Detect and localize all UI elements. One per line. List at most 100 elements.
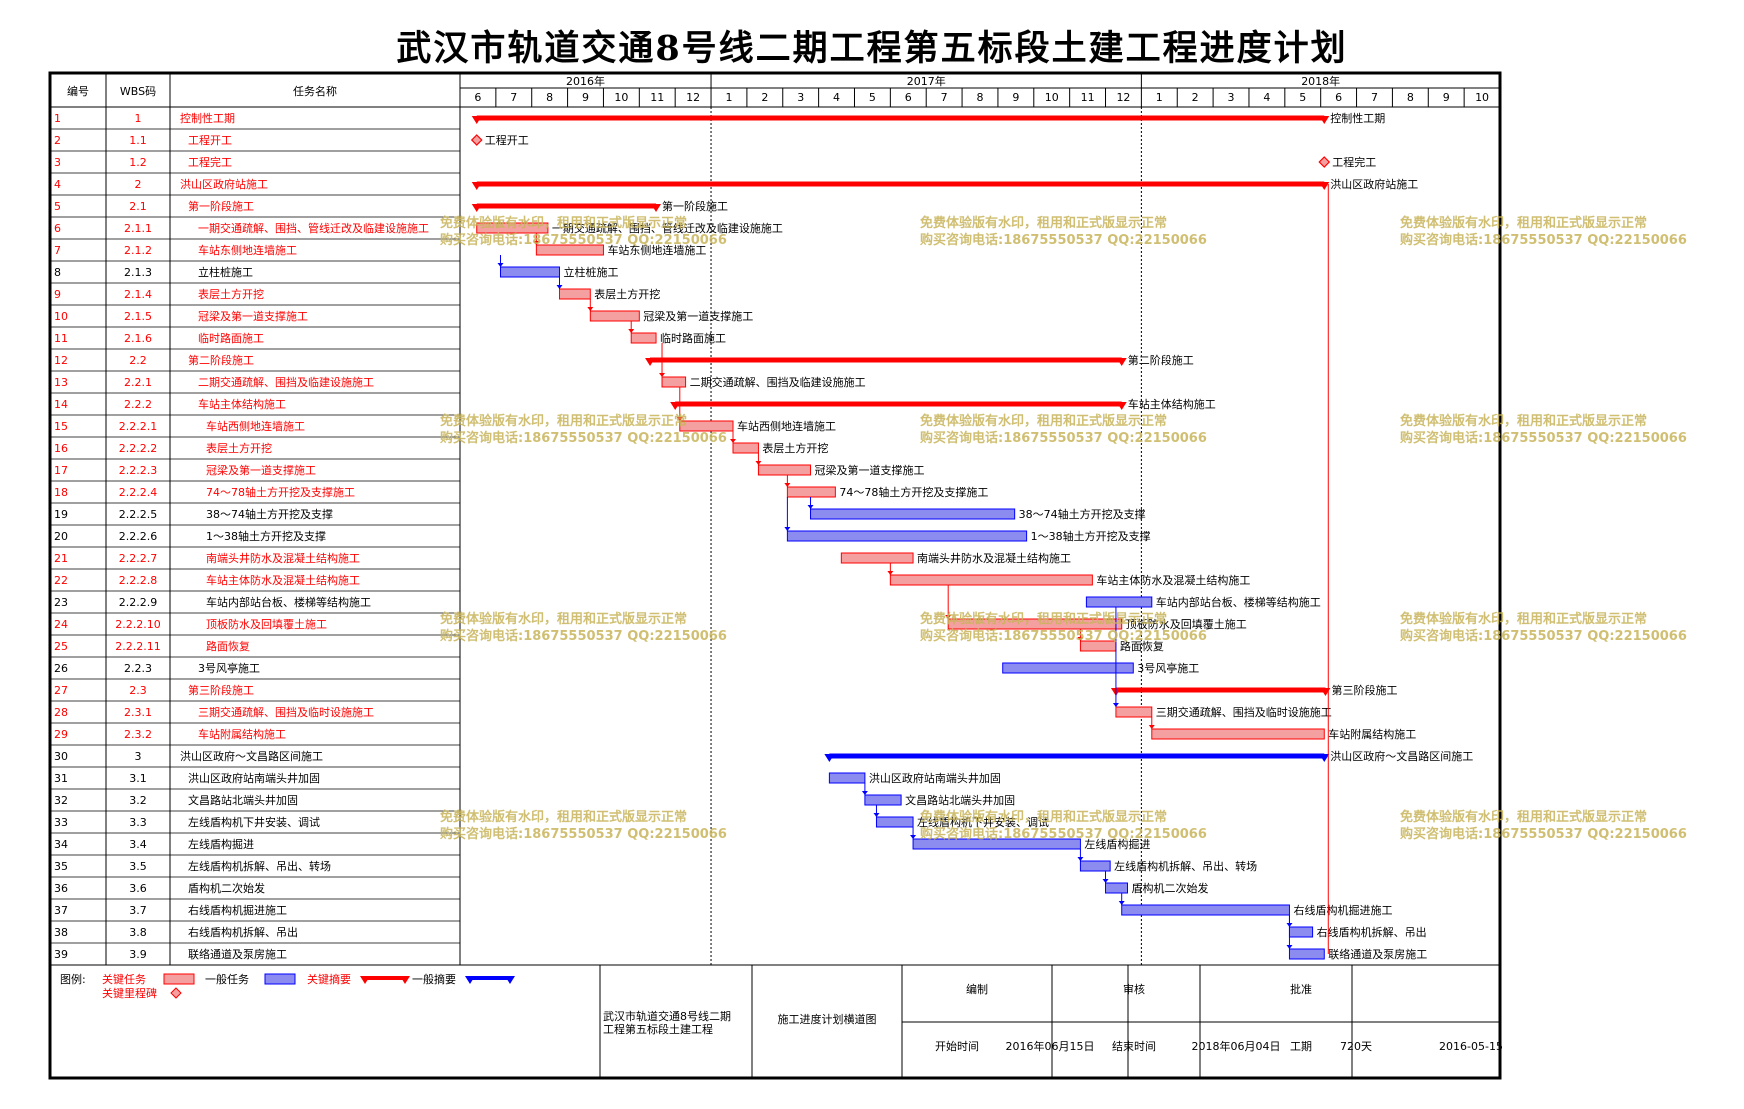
- task-wbs: 2: [135, 178, 142, 191]
- task-name: 38～74轴土方开挖及支撑: [206, 507, 333, 521]
- bar-label: 车站西侧地连墙施工: [737, 419, 836, 433]
- watermark-text: 免费体验版有水印，租用和正式版显示正常: [920, 413, 1167, 429]
- task-wbs: 2.2.3: [124, 662, 152, 675]
- bar-label: 左线盾构机下井安装、调试: [917, 815, 1049, 829]
- task-bar: [1288, 948, 1325, 960]
- task-no: 7: [54, 244, 61, 257]
- dependency-arrow: [755, 461, 762, 465]
- task-no: 6: [54, 222, 61, 235]
- task-wbs: 3.4: [129, 838, 147, 851]
- task-no: 32: [54, 794, 68, 807]
- watermark-text: 免费体验版有水印，租用和正式版显示正常: [440, 611, 687, 627]
- month-label: 5: [869, 91, 876, 104]
- task-bar: [630, 332, 657, 344]
- footer-duration-value: 720天: [1340, 1040, 1372, 1053]
- task-name: 洪山区政府～文昌路区间施工: [180, 749, 323, 763]
- task-wbs: 2.2: [129, 354, 147, 367]
- watermark-text: 免费体验版有水印，租用和正式版显示正常: [440, 809, 687, 825]
- month-label: 9: [582, 91, 589, 104]
- footer-date: 2016-05-15: [1439, 1040, 1503, 1053]
- task-no: 12: [54, 354, 68, 367]
- summary-bar-start: [471, 204, 482, 212]
- bar-label: 3号风亭施工: [1137, 661, 1199, 675]
- task-no: 23: [54, 596, 68, 609]
- watermark-text: 免费体验版有水印，租用和正式版显示正常: [440, 215, 687, 231]
- task-name: 联络通道及泵房施工: [188, 947, 287, 961]
- dependency-arrow: [628, 329, 635, 333]
- bar-label: 洪山区政府～文昌路区间施工: [1330, 749, 1473, 763]
- bar-label: 冠梁及第一道支撑施工: [643, 309, 753, 323]
- month-label: 10: [1475, 91, 1489, 104]
- task-name: 三期交通疏解、围挡及临时设施施工: [198, 705, 374, 719]
- task-bar: [1288, 926, 1314, 938]
- footer-project-line1: 武汉市轨道交通8号线二期: [603, 1009, 731, 1023]
- legend-normal-task-label: 一般任务: [205, 973, 249, 986]
- legend-normal-summary-swatch: [470, 976, 510, 980]
- legend-critical-summary-start: [360, 976, 370, 984]
- task-wbs: 2.3: [129, 684, 147, 697]
- footer-duration-label: 工期: [1290, 1040, 1312, 1053]
- frame: [48, 71, 1502, 1080]
- bar-label: 车站主体结构施工: [1128, 397, 1216, 411]
- watermark-text: 购买咨询电话:18675550537 QQ:22150066: [920, 628, 1207, 644]
- page-title: 武汉市轨道交通8号线二期工程第五标段土建工程进度计划: [396, 28, 1348, 69]
- legend-critical-summary-end: [400, 976, 410, 984]
- bar-label: 38～74轴土方开挖及支撑: [1019, 507, 1146, 521]
- month-label: 11: [1081, 91, 1095, 104]
- task-wbs: 2.2.2.11: [115, 640, 160, 653]
- month-label: 6: [474, 91, 481, 104]
- header-no: 编号: [67, 84, 89, 98]
- task-wbs: 2.2.2.3: [119, 464, 157, 477]
- bar-label: 74～78轴土方开挖及支撑施工: [839, 485, 988, 499]
- summary-bar: [476, 181, 1325, 187]
- task-name: 文昌路站北端头井加固: [188, 793, 298, 807]
- watermark-text: 免费体验版有水印，租用和正式版显示正常: [920, 611, 1167, 627]
- legend-critical-task-swatch: [163, 973, 195, 985]
- dependency-arrow: [1077, 857, 1084, 861]
- watermark-text: 免费体验版有水印，租用和正式版显示正常: [1400, 809, 1647, 825]
- month-label: 9: [1443, 91, 1450, 104]
- bar-label: 车站东侧地连墙施工: [607, 243, 706, 257]
- watermark-text: 购买咨询电话:18675550537 QQ:22150066: [440, 232, 727, 248]
- bar-label: 右线盾构机掘进施工: [1293, 903, 1392, 917]
- bar-label: 一期交通疏解、围挡、管线迁改及临建设施施工: [552, 221, 783, 235]
- task-no: 11: [54, 332, 68, 345]
- watermark-text: 购买咨询电话:18675550537 QQ:22150066: [920, 826, 1207, 842]
- task-bar: [679, 420, 734, 432]
- month-label: 8: [546, 91, 553, 104]
- task-name: 74～78轴土方开挖及支撑施工: [206, 485, 355, 499]
- summary-bar-end: [1319, 182, 1330, 190]
- task-wbs: 2.1.4: [124, 288, 152, 301]
- summary-bar-start: [824, 754, 835, 762]
- task-name: 控制性工期: [180, 111, 235, 125]
- task-wbs: 3.1: [129, 772, 147, 785]
- task-wbs: 2.1.1: [124, 222, 152, 235]
- dependency-arrow: [1102, 879, 1109, 883]
- summary-bar-end: [1319, 116, 1330, 124]
- bar-label: 车站内部站台板、楼梯等结构施工: [1156, 595, 1321, 609]
- task-wbs: 2.1: [129, 200, 147, 213]
- task-name: 工程完工: [188, 155, 232, 169]
- task-no: 15: [54, 420, 68, 433]
- bar-label: 1～38轴土方开挖及支撑: [1031, 529, 1151, 543]
- task-wbs: 2.2.2: [124, 398, 152, 411]
- task-wbs: 2.2.2.6: [119, 530, 157, 543]
- task-no: 17: [54, 464, 68, 477]
- bar-label: 洪山区政府站施工: [1330, 177, 1418, 191]
- month-label: 11: [650, 91, 664, 104]
- task-no: 25: [54, 640, 68, 653]
- task-wbs: 2.2.2.2: [119, 442, 157, 455]
- task-name: 右线盾构机掘进施工: [188, 903, 287, 917]
- month-label: 6: [1335, 91, 1342, 104]
- legend-critical-summary-label: 关键摘要: [307, 972, 351, 986]
- watermark-text: 免费体验版有水印，租用和正式版显示正常: [920, 215, 1167, 231]
- bar-label: 三期交通疏解、围挡及临时设施施工: [1156, 705, 1332, 719]
- bar-label: 表层土方开挖: [762, 441, 828, 455]
- task-no: 20: [54, 530, 68, 543]
- task-wbs: 3.3: [129, 816, 147, 829]
- bar-label: 洪山区政府站南端头井加固: [869, 771, 1001, 785]
- legend-critical-milestone-label: 关键里程碑: [102, 986, 157, 1000]
- task-name: 左线盾构掘进: [188, 837, 254, 851]
- task-wbs: 2.2.2.8: [119, 574, 157, 587]
- task-bar: [1085, 596, 1153, 608]
